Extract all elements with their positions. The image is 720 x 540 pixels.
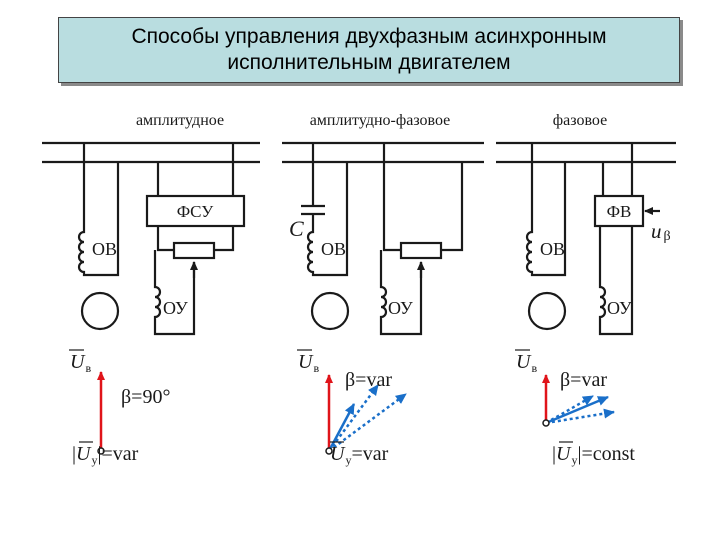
scheme-amplitude-phase xyxy=(282,141,484,336)
ou-wire xyxy=(379,250,423,336)
fv-label: ФВ xyxy=(607,202,632,221)
label-u-v: Uв xyxy=(516,351,537,375)
heading-amplitude-phase: амплитудно-фазовое xyxy=(310,112,451,129)
title-line-1: Способы управления двухфазным асинхронны… xyxy=(131,25,607,48)
ov-wire xyxy=(306,162,349,277)
motor-rotor xyxy=(80,291,120,331)
ov-label: ОВ xyxy=(92,239,117,259)
fsu-label: ФСУ xyxy=(177,202,215,221)
pot-right-wire xyxy=(214,226,235,252)
label-u-v: Uв xyxy=(70,351,91,375)
scheme-phase xyxy=(496,141,676,336)
vector-origin xyxy=(325,447,333,455)
vector-origin xyxy=(542,419,550,427)
fv-block xyxy=(593,194,645,228)
ou-wire xyxy=(153,250,196,336)
fsu-out-wire xyxy=(156,226,174,252)
vectors-amplitude-phase xyxy=(325,374,407,455)
excitation-winding xyxy=(77,143,120,277)
ou-label: ОУ xyxy=(163,298,188,318)
vector-u-y-solid xyxy=(327,403,356,452)
heading-amplitude: амплитудное xyxy=(136,112,224,129)
potentiometer xyxy=(399,241,443,260)
vector-origin xyxy=(97,447,105,455)
vectors-amplitude xyxy=(97,371,105,455)
scheme-amplitude xyxy=(42,141,260,336)
ou-wire xyxy=(598,226,634,336)
pot-right-wire xyxy=(441,162,464,252)
label-beta: β=var xyxy=(345,369,392,391)
ov-wire xyxy=(525,143,567,277)
label-u-v: Uв xyxy=(298,351,319,375)
label-beta: β=90° xyxy=(121,386,170,408)
vectors-phase xyxy=(542,374,615,427)
heading-phase: фазовое xyxy=(553,112,607,129)
motor-rotor xyxy=(310,291,350,331)
label-u-y: Uу=var xyxy=(330,443,389,467)
ou-label: ОУ xyxy=(607,298,632,318)
label-beta: β=var xyxy=(560,369,607,391)
ou-label: ОУ xyxy=(388,298,413,318)
potentiometer xyxy=(172,241,216,260)
label-u-y: |Uу|=var xyxy=(72,443,139,467)
title-line-2: исполнительным двигателем xyxy=(227,51,511,74)
vector-u-y-dotted-2 xyxy=(328,392,407,453)
pot-left-wire xyxy=(382,143,401,252)
capacitor-label: C xyxy=(289,216,304,241)
vector-u-y-dotted-2 xyxy=(545,394,594,425)
motor-rotor xyxy=(527,291,567,331)
title-box: Способы управления двухфазным асинхронны… xyxy=(58,17,680,83)
fsu-block xyxy=(145,194,246,228)
vector-u-y-solid xyxy=(545,395,609,425)
label-u-y: |Uу|=const xyxy=(552,443,635,467)
ov-label: ОВ xyxy=(540,239,565,259)
vector-u-y-dotted-1 xyxy=(327,384,380,452)
ov-label: ОВ xyxy=(321,239,346,259)
